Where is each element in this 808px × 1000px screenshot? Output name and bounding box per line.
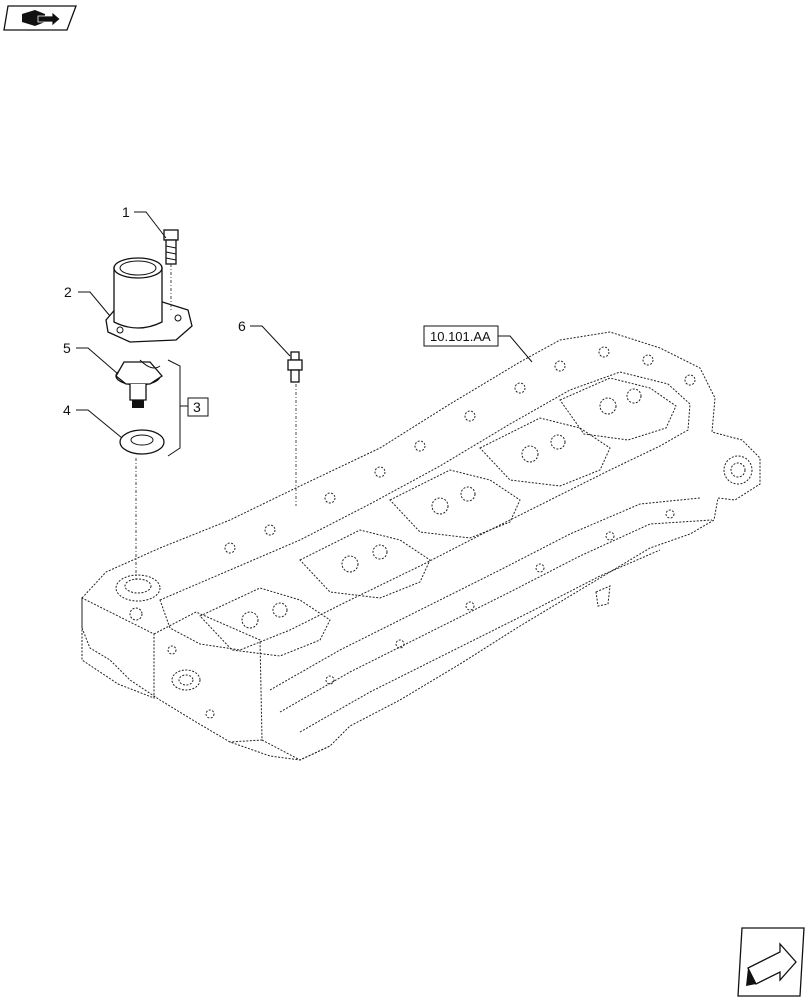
next-page-arrow-icon[interactable] xyxy=(737,927,805,997)
section-ref-label: 10.101.AA xyxy=(430,329,491,344)
part-4-seal-ring[interactable] xyxy=(119,429,165,455)
leader-lines xyxy=(76,211,533,439)
part-5-thermostat[interactable] xyxy=(115,359,163,408)
part-2-thermostat-housing[interactable] xyxy=(105,257,193,343)
section-ref-box[interactable]: 10.101.AA xyxy=(423,325,499,347)
callout-5[interactable]: 5 xyxy=(63,340,71,356)
kit-ref-label: 3 xyxy=(193,399,201,415)
book-arrow-icon[interactable] xyxy=(3,5,77,31)
callout-6[interactable]: 6 xyxy=(238,318,246,334)
kit-ref-box[interactable]: 3 xyxy=(187,397,209,417)
kit-bracket xyxy=(167,359,188,457)
cylinder-head-assembly xyxy=(81,331,761,761)
assembly-center-lines xyxy=(135,264,297,580)
callout-4[interactable]: 4 xyxy=(63,402,71,418)
callout-1[interactable]: 1 xyxy=(122,204,130,220)
callout-2[interactable]: 2 xyxy=(64,284,72,300)
part-1-bolt[interactable] xyxy=(163,229,179,265)
part-6-temperature-sensor[interactable] xyxy=(287,351,303,383)
